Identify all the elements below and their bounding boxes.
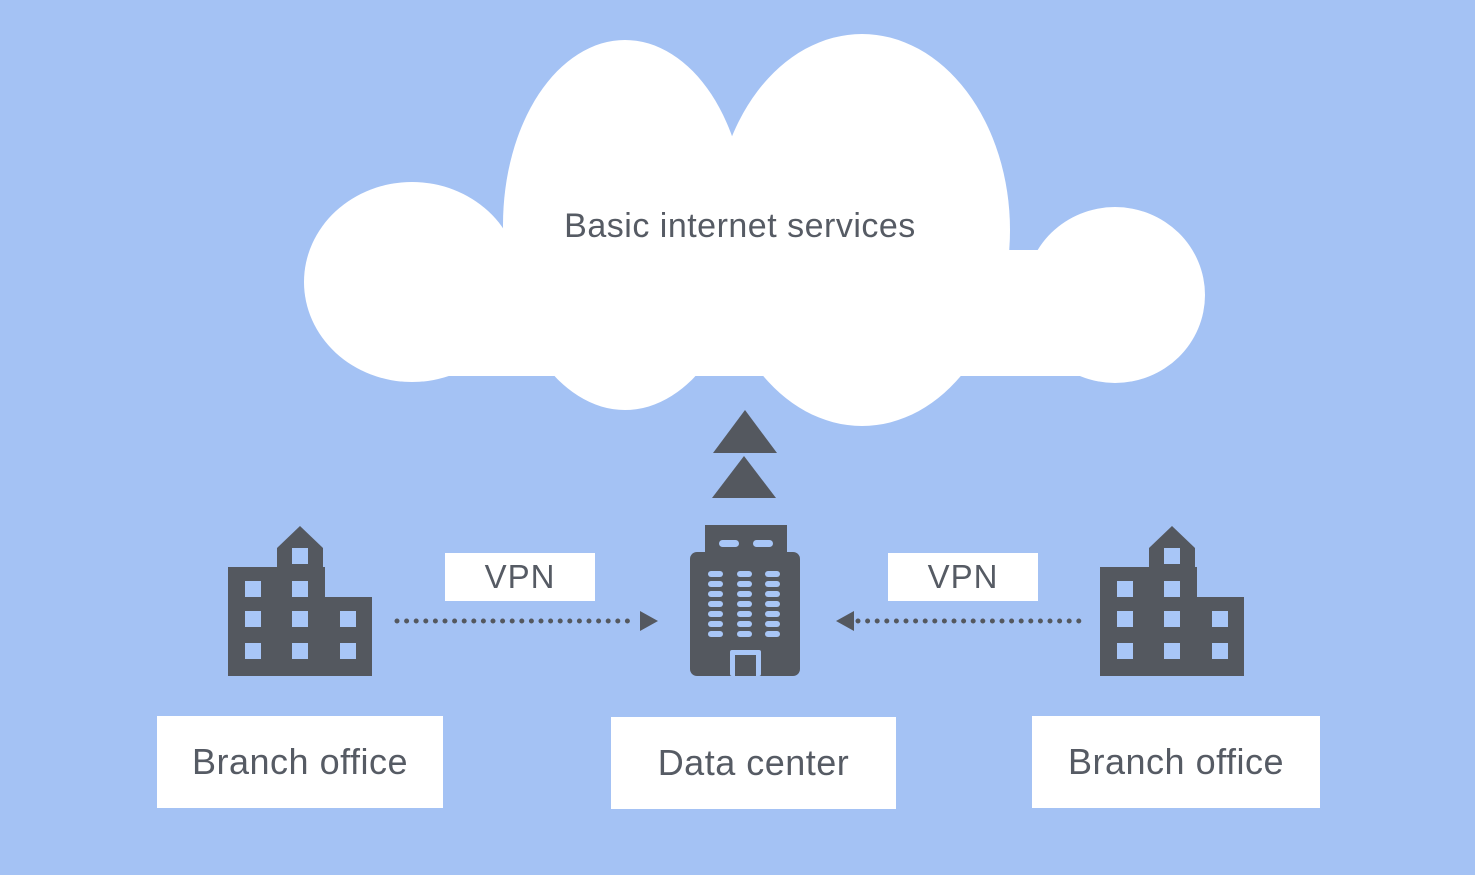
data-center-label: Data center	[611, 717, 896, 809]
data-center-building-icon	[690, 525, 800, 676]
vpn-link-left-arrow-icon	[394, 611, 658, 631]
vpn-link-right-arrow-icon	[836, 611, 1090, 631]
vpn-label-right: VPN	[888, 553, 1038, 601]
double-up-triangles-icon	[712, 410, 777, 498]
vpn-label-left: VPN	[445, 553, 595, 601]
branch-office-right-building-icon	[1100, 526, 1244, 676]
branch-office-left-building-icon	[228, 526, 372, 676]
branch-office-right-label: Branch office	[1032, 716, 1320, 808]
cloud-label: Basic internet services	[564, 207, 916, 245]
branch-office-left-label: Branch office	[157, 716, 443, 808]
cloud-icon	[304, 34, 1205, 426]
